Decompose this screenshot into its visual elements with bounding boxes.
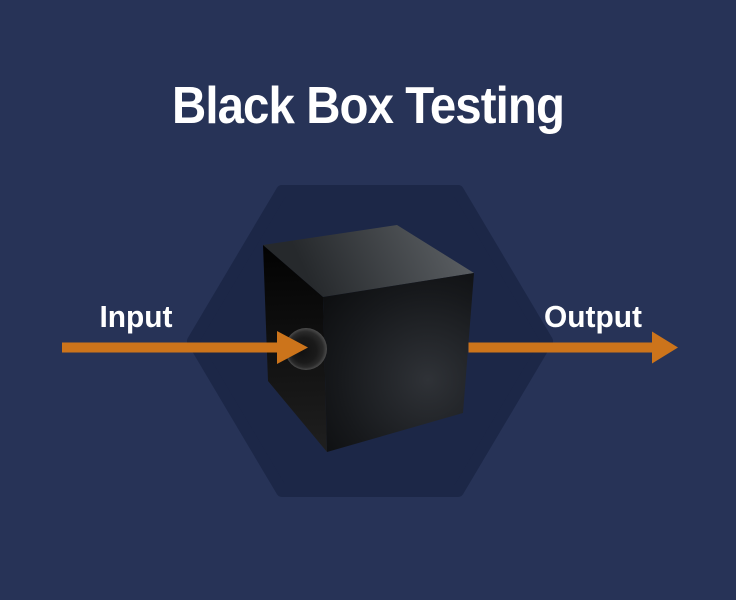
- cube-input-hole: [285, 328, 327, 370]
- output-label: Output: [544, 299, 642, 334]
- black-box-cube: [263, 225, 474, 452]
- page-title: Black Box Testing: [172, 77, 564, 135]
- cube-top-face: [263, 225, 474, 297]
- output-arrow: [468, 331, 678, 364]
- input-arrow: [62, 331, 308, 364]
- cube-front-face: [323, 273, 474, 452]
- input-label: Input: [100, 299, 173, 334]
